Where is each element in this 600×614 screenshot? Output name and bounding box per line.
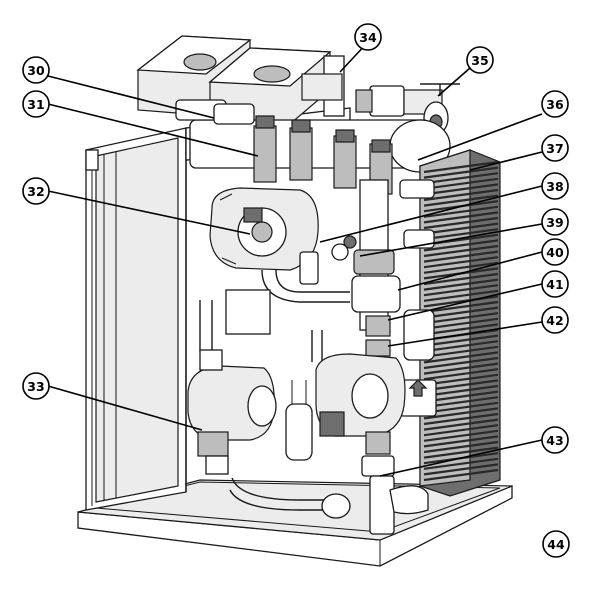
callout-label: 40 [546,245,564,260]
callout-label: 42 [546,313,563,328]
callout-circle [354,23,382,51]
callout-label: 33 [27,379,44,394]
callout-41: 41 [541,270,569,298]
leader-lines [47,41,543,477]
callout-circle [542,530,570,558]
callout-42: 42 [541,306,569,334]
callout-39: 39 [541,208,569,236]
callout-circle [541,426,569,454]
callout-label: 44 [547,537,565,552]
callout-36: 36 [541,90,569,118]
manifold [175,99,451,195]
callout-label: 32 [27,184,44,199]
callout-38: 38 [541,172,569,200]
callout-43: 43 [541,426,569,454]
callout-34: 34 [354,23,382,51]
callout-circle [466,46,494,74]
callout-44: 44 [542,530,570,558]
callout-circle [541,172,569,200]
callout-circle [541,270,569,298]
callout-33: 33 [22,372,50,400]
callout-40: 40 [541,238,569,266]
filter-cylinder [285,380,313,461]
callout-35: 35 [466,46,494,74]
callout-circle [541,208,569,236]
callout-circle [541,238,569,266]
callout-circle [541,306,569,334]
callout-circle [541,90,569,118]
callout-circle [541,134,569,162]
lower-left-pump [187,349,277,475]
callout-label: 38 [546,179,563,194]
top-modules [136,35,345,125]
callout-label: 36 [546,97,564,112]
upper-pump [209,187,319,271]
callout-label: 35 [471,53,488,68]
callout-label: 39 [546,215,563,230]
callout-label: 43 [546,433,563,448]
callout-label: 37 [546,141,563,156]
callout-label: 30 [27,63,45,78]
callout-circle [22,56,50,84]
callout-circle [22,177,50,205]
callout-32: 32 [22,177,50,205]
callout-label: 31 [27,97,44,112]
callout-circle [22,372,50,400]
callout-label: 41 [546,277,563,292]
callout-37: 37 [541,134,569,162]
callout-label: 34 [359,30,377,45]
callout-31: 31 [22,90,50,118]
bottom-pipes [229,431,429,535]
lower-right-pump [315,353,406,437]
heat-exchanger [399,149,501,497]
callout-30: 30 [22,56,50,84]
callout-layer: 30 31 32 33 34 35 36 37 38 39 40 41 42 43 44 [22,23,570,558]
callout-circle [22,90,50,118]
